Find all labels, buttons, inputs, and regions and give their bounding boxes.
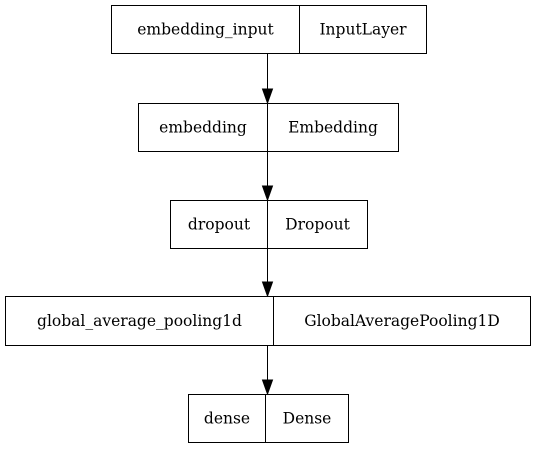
layer-name: embedding_input <box>137 21 274 39</box>
layer-type: Dropout <box>285 216 350 234</box>
layer-type: GlobalAveragePooling1D <box>304 312 500 330</box>
layer-node-dense: dense Dense <box>188 394 349 443</box>
edge-embedding-to-dropout <box>261 151 274 202</box>
layer-node-embedding_input: embedding_input InputLayer <box>111 5 427 54</box>
layer-name: embedding <box>159 119 247 137</box>
edge-dropout-to-global_average_pooling1d <box>261 248 274 298</box>
layer-name: dense <box>204 410 250 428</box>
edge-global_average_pooling1d-to-dense <box>261 345 274 396</box>
layer-name: dropout <box>188 216 251 234</box>
layer-node-embedding: embedding Embedding <box>138 103 399 152</box>
edge-embedding_input-to-embedding <box>261 53 274 105</box>
layer-type: Embedding <box>288 119 378 137</box>
layer-type: InputLayer <box>319 21 407 39</box>
layer-node-global_average_pooling1d: global_average_pooling1d GlobalAveragePo… <box>5 296 531 346</box>
layer-type: Dense <box>283 410 332 428</box>
layer-node-dropout: dropout Dropout <box>170 200 368 249</box>
edges <box>261 53 274 396</box>
layer-name: global_average_pooling1d <box>37 312 242 330</box>
